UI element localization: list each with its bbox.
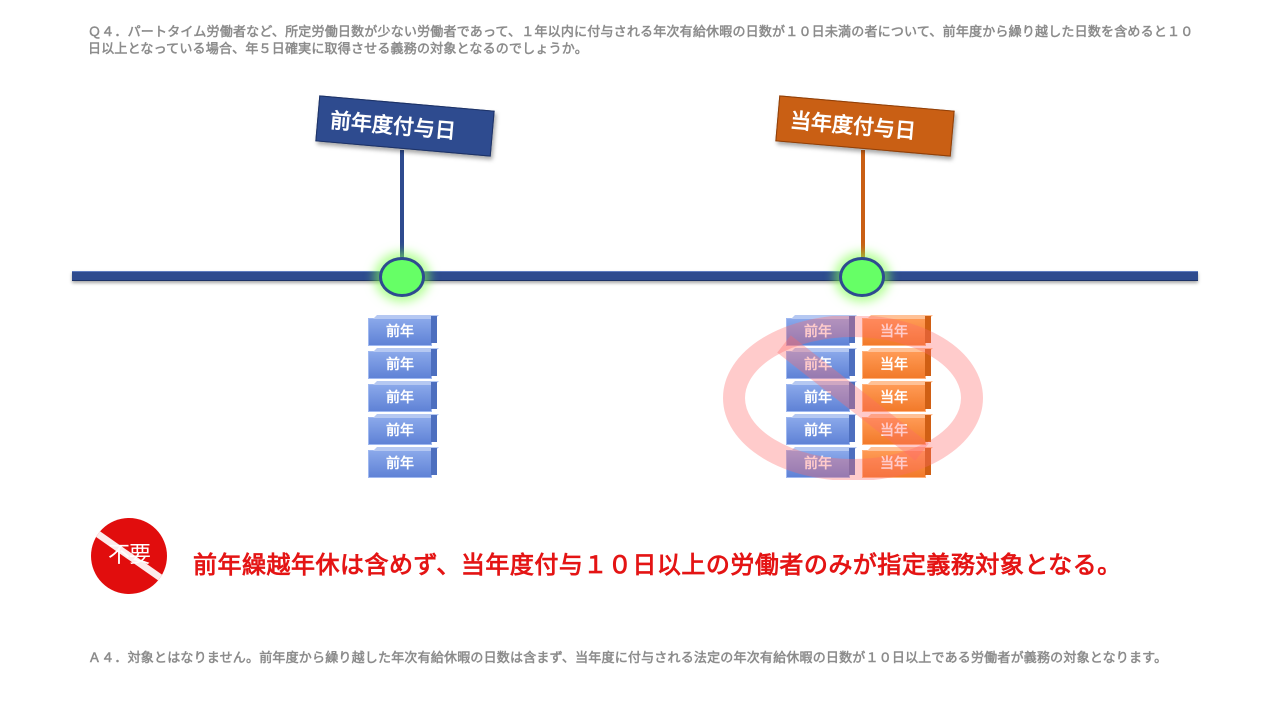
carried-over-block: 前年	[786, 448, 855, 478]
carried-over-block: 前年	[786, 382, 855, 412]
previous-year-block: 前年	[368, 316, 437, 346]
timeline-bar	[72, 271, 1198, 281]
carried-over-block: 前年	[786, 349, 855, 379]
question-text: Ｑ４．パートタイム労働者など、所定労働日数が少ない労働者であって、１年以内に付与…	[88, 25, 1194, 57]
carried-over-block: 前年	[786, 316, 855, 346]
carried-over-block: 前年	[786, 415, 855, 445]
current-year-block: 当年	[862, 382, 931, 412]
previous-year-stack: 前年 前年 前年 前年 前年	[368, 316, 437, 483]
current-grant-marker	[839, 257, 885, 297]
current-year-stack: 当年 当年 当年 当年 当年	[862, 316, 931, 483]
previous-year-block: 前年	[368, 382, 437, 412]
conclusion-text: 前年繰越年休は含めず、当年度付与１０日以上の労働者のみが指定義務対象となる。	[193, 551, 1122, 579]
current-year-block: 当年	[862, 349, 931, 379]
current-grant-pole	[861, 150, 865, 260]
previous-grant-flag: 前年度付与日	[315, 95, 495, 157]
answer-text: Ａ４．対象とはなりません。前年度から繰り越した年次有給休暇の日数は含まず、当年度…	[88, 651, 1168, 666]
seal-strike	[91, 527, 167, 586]
previous-year-block: 前年	[368, 448, 437, 478]
current-year-block: 当年	[862, 316, 931, 346]
current-year-block: 当年	[862, 415, 931, 445]
previous-year-block: 前年	[368, 415, 437, 445]
previous-grant-marker	[379, 257, 425, 297]
previous-year-block: 前年	[368, 349, 437, 379]
previous-grant-pole	[400, 150, 404, 260]
carried-over-stack: 前年 前年 前年 前年 前年	[786, 316, 855, 483]
current-grant-flag: 当年度付与日	[775, 95, 955, 157]
not-required-seal-icon: 不要	[91, 518, 167, 594]
current-year-block: 当年	[862, 448, 931, 478]
